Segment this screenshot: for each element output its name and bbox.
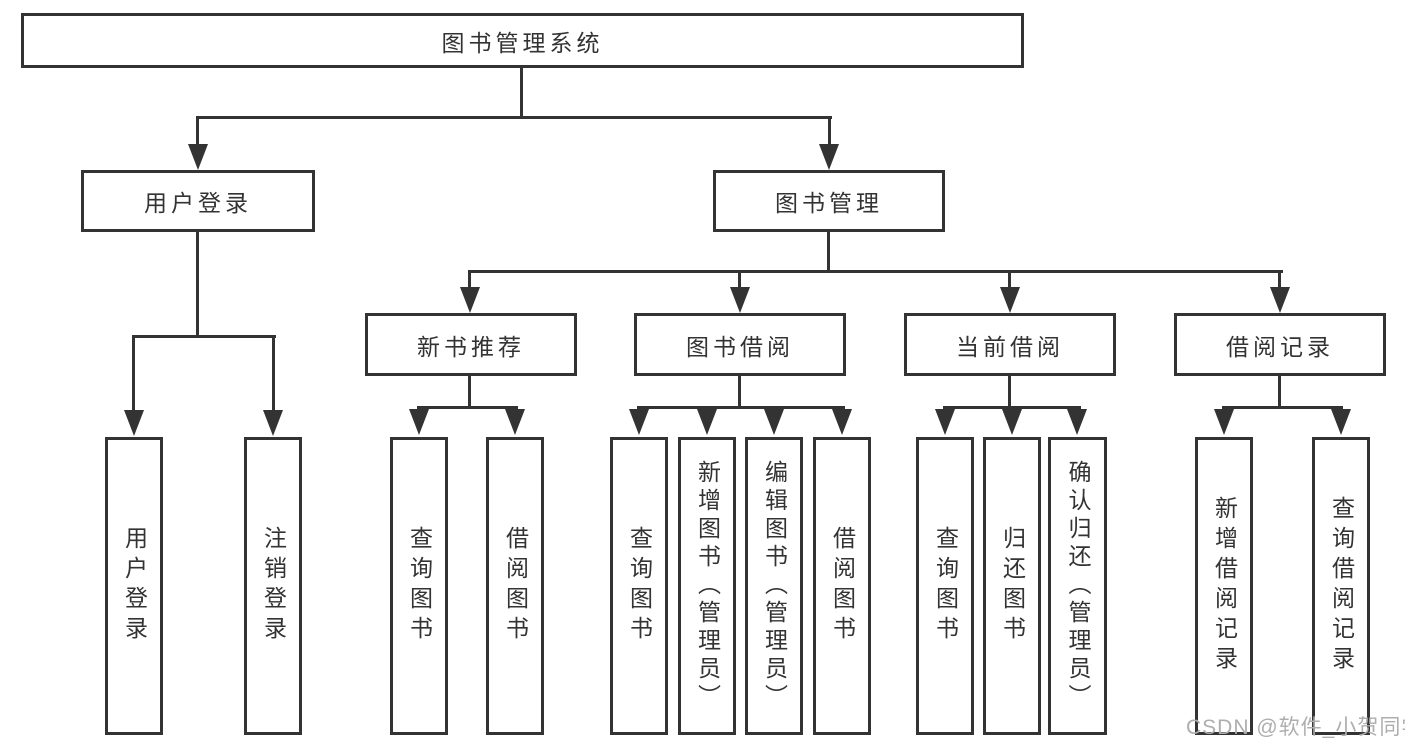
connector-to-book-borrowing [738,270,741,290]
leaf-borrow-books-recommend-label: 借阅图书 [502,526,529,646]
arrowhead-new-book [460,287,480,313]
connector-root-stem [520,68,523,119]
arrowhead-leaf-query3 [935,409,955,435]
connector-newbook-junction [417,406,518,409]
connector-current-stem [1008,376,1011,409]
leaf-query-borrow-record: 查询借阅记录 [1312,437,1370,735]
connector-to-user-login [196,116,199,146]
connector-to-leaf-logout [272,335,275,413]
arrowhead-user-login [188,144,208,170]
arrowhead-leaf-return [1002,409,1022,435]
leaf-query-books-borrowing: 查询图书 [610,437,668,735]
leaf-confirm-return-admin-label: 确认归还（管理员） [1065,460,1091,712]
leaf-return-books: 归还图书 [983,437,1041,735]
leaf-edit-books-admin-label: 编辑图书（管理员） [761,460,788,712]
connector-newbook-stem [468,376,471,409]
arrowhead-leaf-user-login [124,410,144,436]
node-borrow-records: 借阅记录 [1174,313,1386,376]
node-library-system-label: 图书管理系统 [441,29,604,56]
leaf-query-books-borrowing-label: 查询图书 [626,526,653,646]
arrowhead-leaf-query2 [629,409,649,435]
node-current-borrowing: 当前借阅 [904,313,1116,376]
leaf-edit-books-admin: 编辑图书（管理员） [745,437,803,735]
arrowhead-leaf-confirm-return [1067,409,1087,435]
connector-mgmt-junction [468,270,1283,273]
leaf-user-login-label: 用户登录 [121,526,148,646]
connector-login-stem [196,232,199,338]
connector-current-junction [943,406,1081,409]
arrowhead-leaf-borrow2 [832,409,852,435]
node-borrow-records-label: 借阅记录 [1226,333,1334,360]
leaf-borrow-books: 借阅图书 [813,437,871,735]
arrowhead-book-borrowing [730,287,750,313]
node-user-login-label: 用户登录 [144,190,252,216]
leaf-return-books-label: 归还图书 [999,526,1026,646]
connector-borrowing-stem [738,376,741,409]
leaf-confirm-return-admin: 确认归还（管理员） [1048,437,1107,735]
node-book-management-label: 图书管理 [775,190,883,216]
arrowhead-leaf-query-record [1331,409,1351,435]
node-book-borrowing: 图书借阅 [634,313,846,376]
arrowhead-borrow-records [1270,287,1290,313]
leaf-logout: 注销登录 [244,437,302,735]
arrowhead-leaf-query1 [409,409,429,435]
leaf-add-books-admin: 新增图书（管理员） [678,437,736,735]
connector-to-leaf-user-login [132,335,135,413]
leaf-logout-label: 注销登录 [260,526,287,646]
node-current-borrowing-label: 当前借阅 [956,333,1064,360]
connector-login-junction [132,335,276,338]
connector-records-junction [1222,406,1343,409]
arrowhead-current-borrowing [1000,287,1020,313]
csdn-watermark: CSDN @软件_小贺同学 [1186,716,1405,739]
arrowhead-leaf-add-record [1214,409,1234,435]
leaf-add-books-admin-label: 新增图书（管理员） [694,460,721,712]
node-book-management: 图书管理 [713,170,945,232]
node-book-borrowing-label: 图书借阅 [686,333,794,360]
connector-borrowing-junction [637,406,845,409]
arrowhead-book-management [819,144,839,170]
connector-to-new-book [468,270,471,290]
arrowhead-leaf-edit-books [764,409,784,435]
connector-to-current-borrowing [1008,270,1011,290]
leaf-borrow-books-label: 借阅图书 [829,526,856,646]
node-new-book-recommend-label: 新书推荐 [417,333,525,360]
arrowhead-leaf-borrow1 [505,409,525,435]
node-new-book-recommend: 新书推荐 [365,313,577,376]
leaf-add-borrow-record: 新增借阅记录 [1195,437,1253,735]
leaf-query-books-recommend-label: 查询图书 [406,526,433,646]
leaf-query-books-current: 查询图书 [916,437,974,735]
connector-mgmt-stem [827,232,830,273]
leaf-query-books-current-label: 查询图书 [932,526,959,646]
leaf-add-borrow-record-label: 新增借阅记录 [1211,496,1238,676]
leaf-query-books-recommend: 查询图书 [390,437,448,735]
connector-to-book-management [828,116,831,146]
connector-to-borrow-records [1278,270,1281,290]
connector-level1-junction [196,116,832,119]
connector-records-stem [1278,376,1281,409]
leaf-borrow-books-recommend: 借阅图书 [486,437,544,735]
node-user-login: 用户登录 [81,170,315,232]
leaf-user-login: 用户登录 [105,437,163,735]
arrowhead-leaf-add-books [697,409,717,435]
leaf-query-borrow-record-label: 查询借阅记录 [1328,496,1355,676]
node-library-system: 图书管理系统 [21,13,1024,68]
arrowhead-leaf-logout [263,410,283,436]
